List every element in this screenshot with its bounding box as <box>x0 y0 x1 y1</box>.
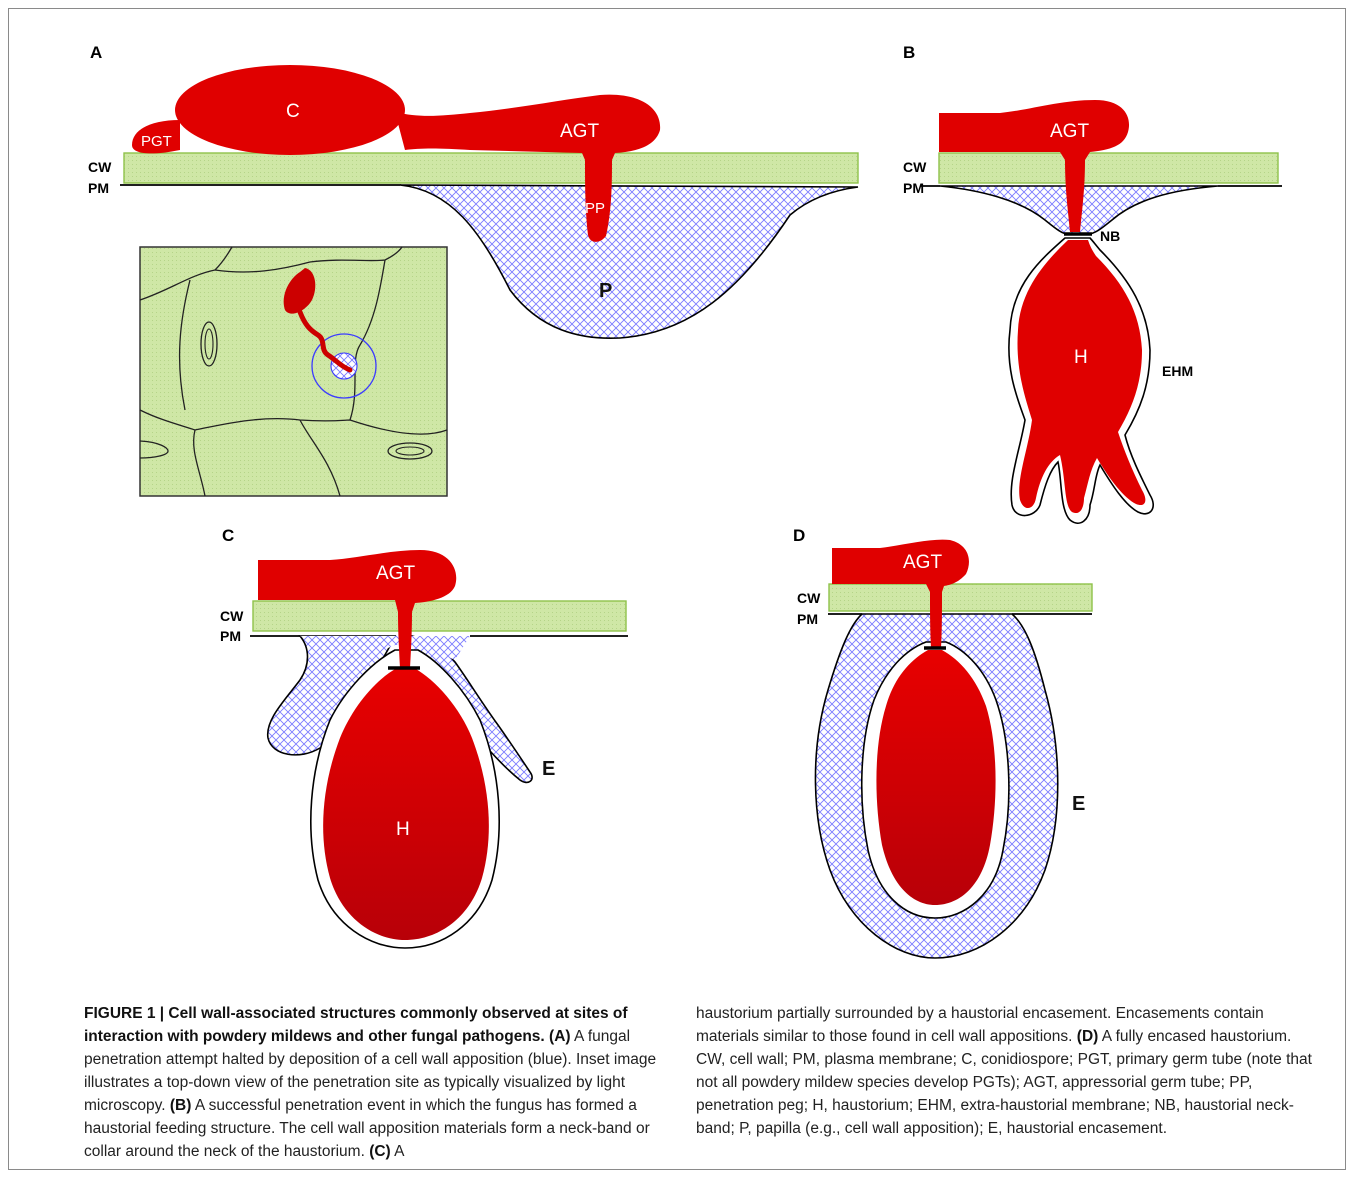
cell-wall-d <box>829 584 1092 611</box>
label-cw-b: CW <box>903 159 927 175</box>
caption-b-tag: (B) <box>170 1097 192 1114</box>
panel-c: C AGT H E CW PM <box>220 526 628 948</box>
label-cw-d: CW <box>797 590 821 606</box>
caption-c-text-1: A <box>391 1143 405 1160</box>
cell-wall-a <box>124 153 858 183</box>
panel-b-letter: B <box>903 43 915 62</box>
label-h-b: H <box>1074 347 1088 368</box>
label-agt-d: AGT <box>903 552 942 573</box>
label-pp: PP <box>585 200 605 217</box>
label-pgt: PGT <box>141 133 172 150</box>
caption-a-tag: (A) <box>549 1028 571 1045</box>
label-pm-a: PM <box>88 180 109 196</box>
label-nb: NB <box>1100 228 1120 244</box>
label-agt-a: AGT <box>560 121 599 142</box>
panel-b: B AGT H NB EHM CW PM <box>903 43 1282 523</box>
label-agt-c: AGT <box>376 563 415 584</box>
label-h-c: H <box>396 819 410 840</box>
caption-c-tag: (C) <box>369 1143 391 1160</box>
panel-a: A C PGT AGT PP P CW PM <box>88 43 858 496</box>
label-e-c: E <box>542 758 555 780</box>
label-pm-c: PM <box>220 628 241 644</box>
figure-caption-right: haustorium partially surrounded by a hau… <box>696 1002 1316 1140</box>
label-agt-b: AGT <box>1050 121 1089 142</box>
panel-d: D AGT E CW PM <box>793 526 1092 958</box>
panel-d-letter: D <box>793 526 805 545</box>
figure-illustration: A C PGT AGT PP P CW PM <box>0 0 1356 990</box>
panel-c-letter: C <box>222 526 234 545</box>
label-cw-a: CW <box>88 159 112 175</box>
inset-top-down-view <box>140 247 447 496</box>
label-c: C <box>286 101 300 122</box>
papilla <box>400 185 858 338</box>
cell-wall-b <box>939 153 1278 183</box>
figure-caption-left: FIGURE 1 | Cell wall-associated structur… <box>84 1002 684 1163</box>
label-pm-d: PM <box>797 611 818 627</box>
label-cw-c: CW <box>220 608 244 624</box>
label-p: P <box>599 280 612 302</box>
caption-d-tag: (D) <box>1077 1028 1099 1045</box>
haustorium-d <box>876 650 995 905</box>
panel-a-letter: A <box>90 43 102 62</box>
caption-title: FIGURE 1 | Cell wall-associated structur… <box>84 1005 628 1045</box>
label-ehm: EHM <box>1162 363 1193 379</box>
cell-wall-c <box>253 601 626 631</box>
label-pm-b: PM <box>903 180 924 196</box>
label-e-d: E <box>1072 793 1085 815</box>
